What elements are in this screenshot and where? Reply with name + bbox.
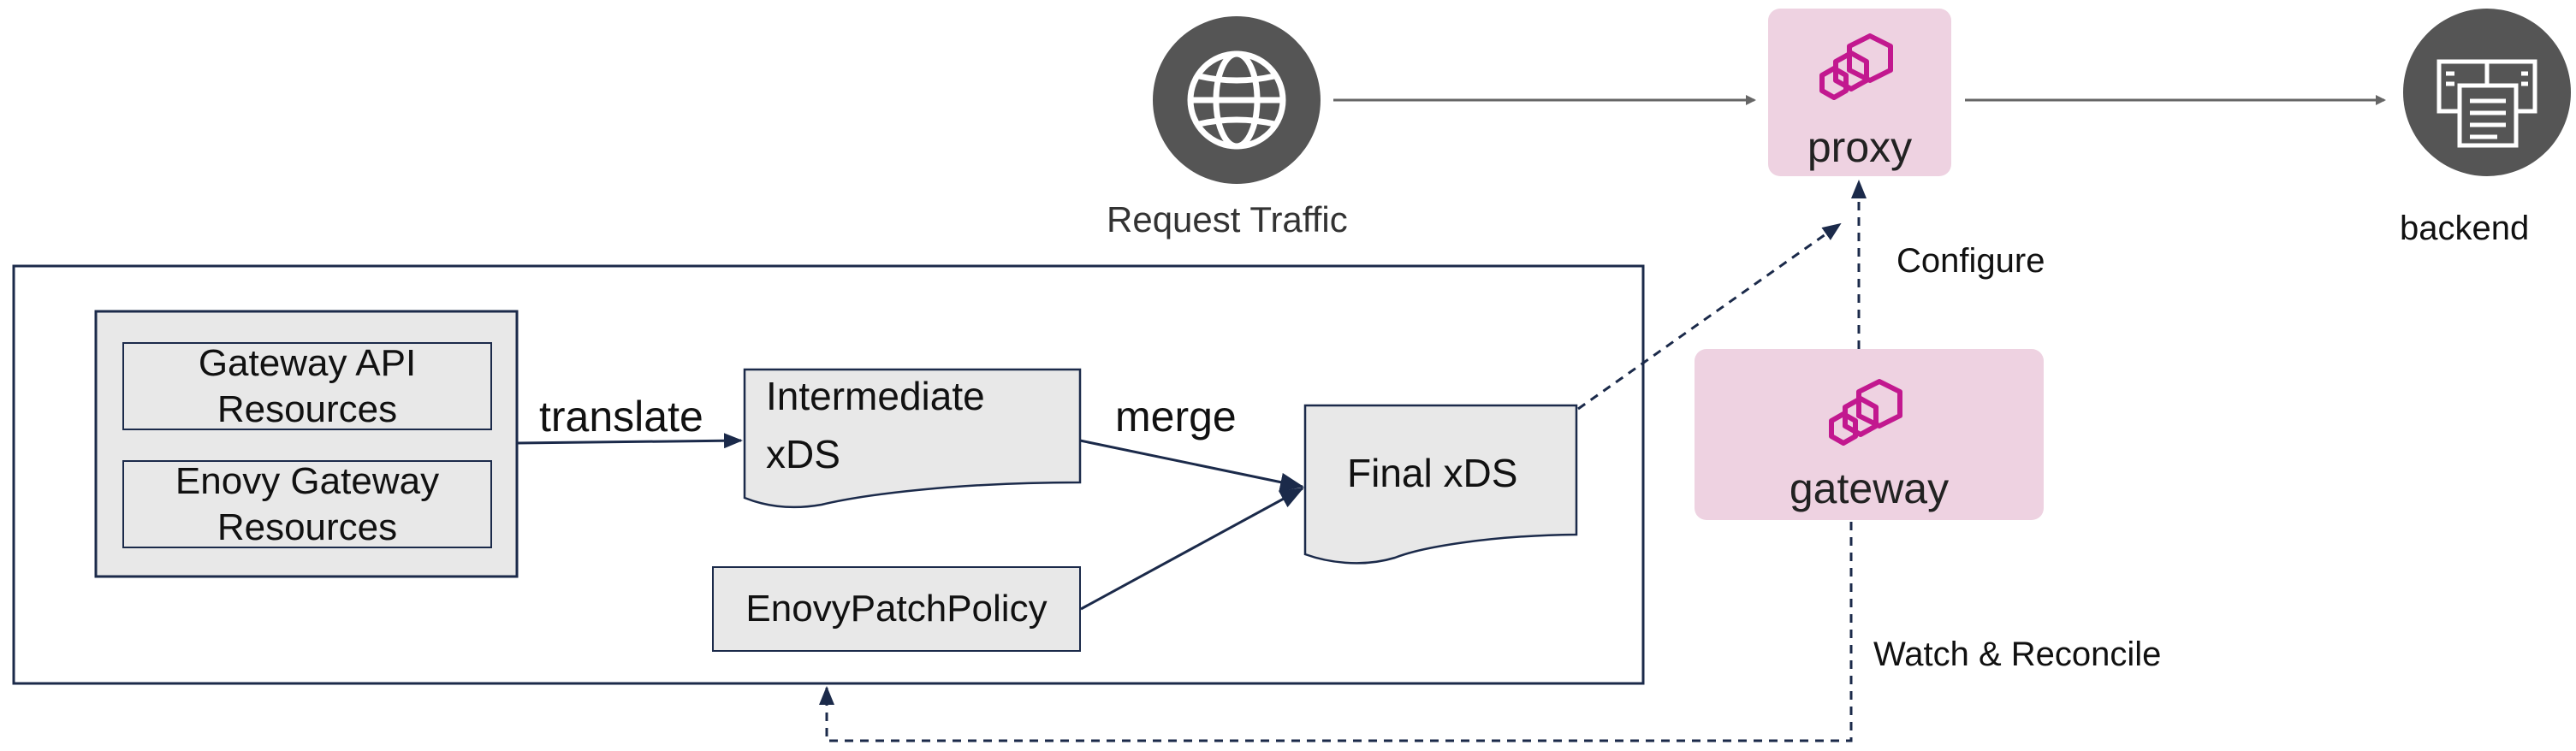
gateway-api-resources-line1: Gateway API <box>198 341 417 384</box>
enovy-patch-policy-box: EnovyPatchPolicy <box>712 566 1081 652</box>
translator-frame <box>12 264 1645 685</box>
enovy-gateway-resources-line2: Resources <box>217 506 398 548</box>
gateway-api-resources-box: Gateway API Resources <box>122 342 492 430</box>
envoy-logo-icon <box>1819 33 1893 100</box>
intermediate-xds-line1: Intermediate <box>766 374 985 418</box>
enovy-patch-policy-label: EnovyPatchPolicy <box>745 588 1048 630</box>
gateway-node: gateway <box>1695 349 2044 520</box>
final-to-proxy-dashed-arrow <box>1577 222 1842 411</box>
watch-reconcile-label: Watch & Reconcile <box>1873 636 2162 673</box>
request-traffic-label: Request Traffic <box>1107 199 1348 239</box>
merge-label: merge <box>1115 393 1237 441</box>
globe-icon <box>1153 16 1321 184</box>
gateway-api-resources-line2: Resources <box>217 387 398 430</box>
final-xds-shape <box>1303 404 1578 565</box>
intermediate-xds-line2: xDS <box>766 432 840 476</box>
patch-arrow <box>1080 487 1304 611</box>
envoy-logo-icon <box>1829 379 1902 446</box>
proxy-label: proxy <box>1807 123 1913 171</box>
enovy-gateway-resources-box: Enovy Gateway Resources <box>122 460 492 548</box>
watch-reconcile-dashed-arrow <box>819 522 1853 742</box>
server-icon <box>2403 9 2571 176</box>
final-xds-label: Final xDS <box>1347 451 1518 495</box>
translate-arrow <box>516 433 743 449</box>
intermediate-xds-shape <box>743 368 1082 509</box>
backend-label: backend <box>2400 210 2530 247</box>
proxy-node: proxy <box>1768 9 1951 176</box>
translate-label: translate <box>539 393 703 441</box>
gateway-label: gateway <box>1789 464 1950 512</box>
enovy-gateway-resources-line1: Enovy Gateway <box>175 459 440 502</box>
merge-arrow <box>1079 439 1304 492</box>
configure-label: Configure <box>1896 242 2045 280</box>
